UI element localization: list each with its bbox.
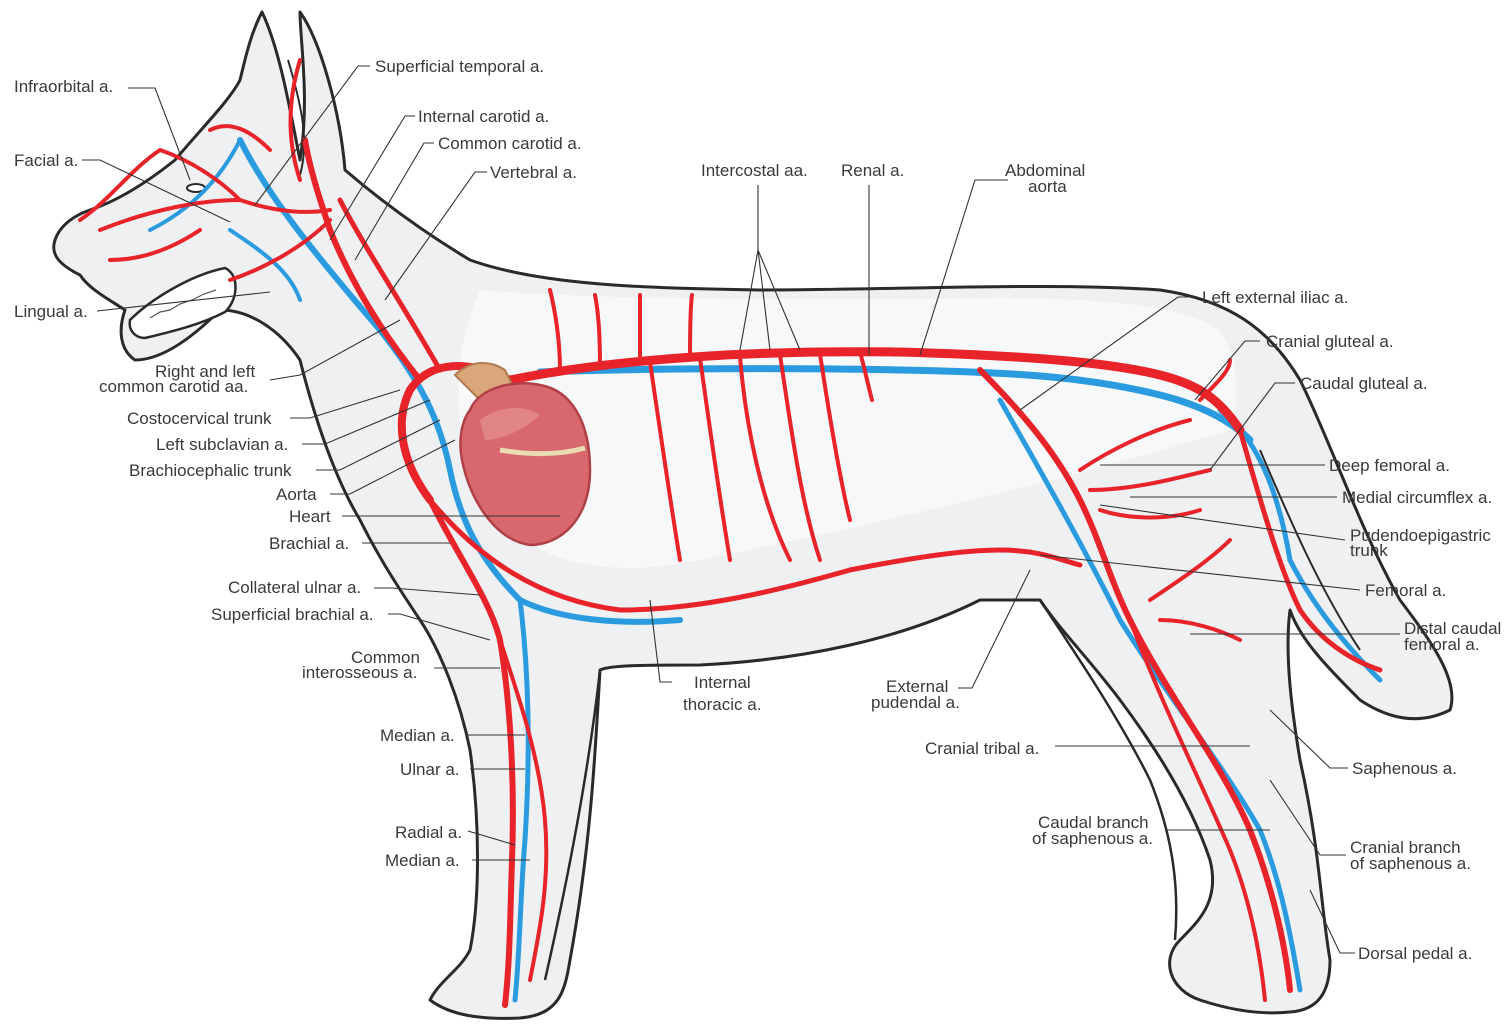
label-external-pudendal-line2: pudendal a.: [871, 693, 960, 712]
label-saphenous: Saphenous a.: [1352, 759, 1457, 778]
label-distal-caudal-femoral-line2: femoral a.: [1404, 635, 1480, 654]
label-dorsal-pedal: Dorsal pedal a.: [1358, 944, 1472, 963]
label-radial: Radial a.: [395, 823, 462, 842]
label-lingual: Lingual a.: [14, 302, 88, 321]
label-intercostal: Intercostal aa.: [701, 161, 808, 180]
label-femoral: Femoral a.: [1365, 581, 1446, 600]
label-costocervical: Costocervical trunk: [127, 409, 272, 428]
label-infraorbital: Infraorbital a.: [14, 77, 113, 96]
label-ulnar: Ulnar a.: [400, 760, 460, 779]
label-superficial-brachial: Superficial brachial a.: [211, 605, 374, 624]
label-brachial: Brachial a.: [269, 534, 349, 553]
label-superficial-temporal: Superficial temporal a.: [375, 57, 544, 76]
label-internal-carotid: Internal carotid a.: [418, 107, 549, 126]
label-median-lower: Median a.: [385, 851, 460, 870]
label-left-subclavian: Left subclavian a.: [156, 435, 288, 454]
label-internal-thoracic-line2: thoracic a.: [683, 695, 761, 714]
label-common-carotid: Common carotid a.: [438, 134, 582, 153]
label-pudendoepigastric-line2: trunk: [1350, 541, 1388, 560]
label-renal: Renal a.: [841, 161, 904, 180]
label-cranial-gluteal: Cranial gluteal a.: [1266, 332, 1394, 351]
label-aorta: Aorta: [276, 485, 317, 504]
label-median-upper: Median a.: [380, 726, 455, 745]
label-common-interosseous-line2: interosseous a.: [302, 663, 417, 682]
label-heart: Heart: [289, 507, 331, 526]
label-collateral-ulnar: Collateral ulnar a.: [228, 578, 361, 597]
label-brachiocephalic: Brachiocephalic trunk: [129, 461, 292, 480]
label-cranial-branch-saphenous-line2: of saphenous a.: [1350, 854, 1471, 873]
label-caudal-gluteal: Caudal gluteal a.: [1300, 374, 1428, 393]
label-cranial-tibial: Cranial tribal a.: [925, 739, 1039, 758]
label-caudal-branch-saphenous-line2: of saphenous a.: [1032, 829, 1153, 848]
label-abdominal-aorta-line2: aorta: [1028, 177, 1067, 196]
label-deep-femoral: Deep femoral a.: [1329, 456, 1450, 475]
label-vertebral: Vertebral a.: [490, 163, 577, 182]
label-medial-circumflex: Medial circumflex a.: [1342, 488, 1492, 507]
label-facial: Facial a.: [14, 151, 78, 170]
label-right-left-common-carotid-line2: common carotid aa.: [99, 377, 248, 396]
label-left-external-iliac: Left external iliac a.: [1202, 288, 1348, 307]
label-internal-thoracic-line1: Internal: [694, 673, 751, 692]
